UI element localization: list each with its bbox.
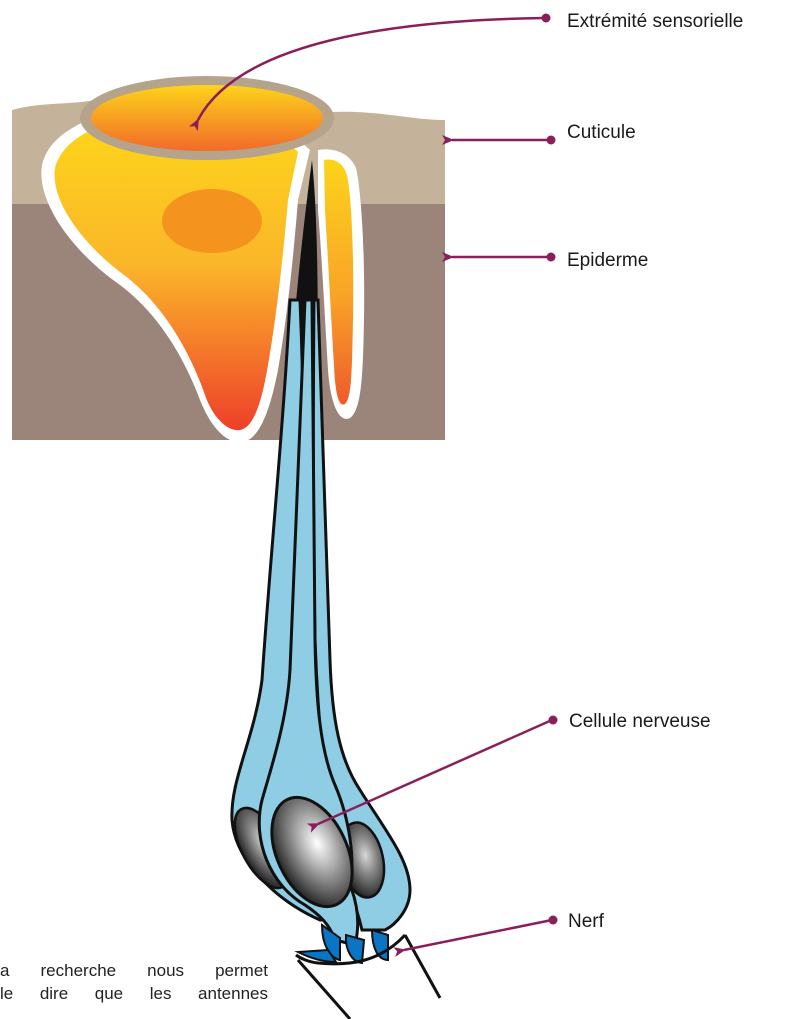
pointer-nerve [404, 920, 552, 950]
label-sensory-tip: Extrémité sensorielle [567, 11, 743, 32]
axon-end-2 [346, 935, 364, 963]
pointer-dot-epidermis [547, 253, 556, 262]
pointer-dot-nerve [549, 916, 558, 925]
body-text-line-1: a recherche nous permet [0, 959, 268, 982]
label-nerve-cell: Cellule nerveuse [569, 711, 711, 732]
nerve-line-left [298, 960, 350, 1019]
label-epidermis: Epiderme [567, 250, 648, 271]
cell-nucleus [162, 189, 262, 253]
sensory-tip [91, 85, 323, 151]
pointer-dot-nerve-cell [549, 716, 558, 725]
pointer-nerve-cell [318, 720, 552, 824]
label-nerve: Nerf [568, 911, 605, 932]
label-cuticle: Cuticule [567, 122, 636, 143]
body-text-snippet: a recherche nous permet le dire que les … [0, 959, 268, 1005]
body-text-line-2: le dire que les antennes [0, 982, 268, 1005]
pointer-dot-cuticle [547, 136, 556, 145]
pointer-dot-sensory-tip [542, 14, 551, 23]
